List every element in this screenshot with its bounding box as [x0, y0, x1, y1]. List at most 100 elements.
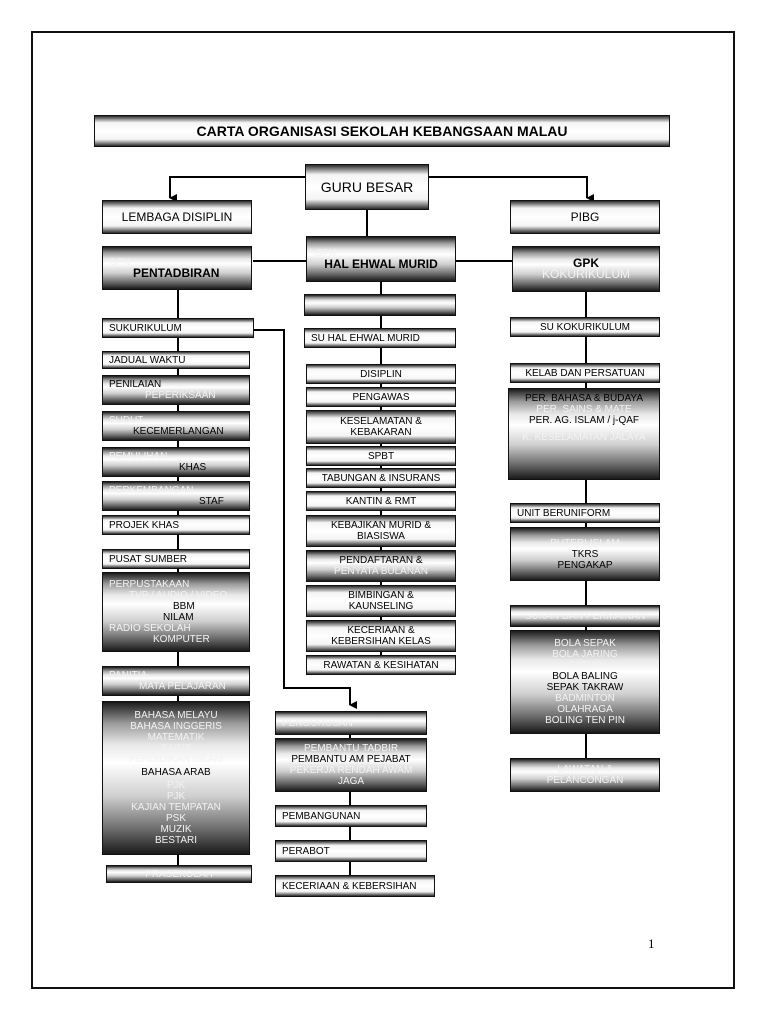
pengurusan-item: PEKERJA RENDAH AWAM [289, 765, 413, 776]
panitia-item: MUZIK [160, 824, 192, 835]
hem-item-label: KEBAKARAN [350, 427, 412, 438]
sukan-item: BOLING TEN PIN [545, 715, 625, 726]
hem-item-label: RAWATAN & KESIHATAN [323, 659, 439, 671]
hem-item-box: KANTIN & RMT [306, 491, 456, 511]
keceriaan-kebersihan-box: KECERIAAN & KEBERSIHAN [275, 875, 435, 897]
lawatan-label: LAWATAN & [557, 764, 613, 775]
unit-item: PENGAKAP [557, 559, 613, 571]
pelancongan-label: PELANCONGAN [546, 775, 624, 786]
su-kokurikulum-label: SU KOKURIKULUM [539, 321, 630, 333]
sukurikulum-label: SUKURIKULUM [109, 322, 182, 334]
gpk-kokurikulum-label: KOKURIKULUM [541, 269, 630, 280]
hem-item-label: BIASISWA [357, 531, 405, 542]
pembangunan-label: PEMBANGUNAN [282, 810, 361, 822]
panitia-box: PANITIA MATA PELAJARAN [102, 666, 250, 696]
unit-beruniform-label: UNIT BERUNIFORM [517, 507, 611, 519]
unit-beruniform-box: UNIT BERUNIFORM [510, 503, 660, 523]
panitia-label: PANITIA [109, 670, 148, 681]
kelab-box: KELAB DAN PERSATUAN [510, 363, 660, 383]
sukan-item: SEPAK TAKRAW [546, 682, 624, 693]
panitia-item: PJK [166, 791, 186, 802]
sukan-item: OLAHRAGA [557, 704, 613, 715]
sukan-label: SUKAN DAN PERMAINAN [524, 610, 646, 622]
perkembangan-label: PERKEMBANGAN [109, 485, 194, 496]
hem-item-box: TABUNGAN & INSURANS [306, 468, 456, 488]
prasekolah-label: PRASEKOLAH [145, 868, 213, 880]
sudut-label: SUDUT [109, 415, 144, 426]
hem-item-box: KECERIAAN &KEBERSIHAN KELAS [306, 620, 456, 652]
guru-besar-label: GURU BESAR [320, 181, 414, 193]
mata-pelajaran-label: MATA PELAJARAN [139, 681, 226, 692]
hem-item-label: PENDAFTARAN & [339, 555, 423, 566]
page-frame [31, 31, 735, 989]
chart-title: CARTA ORGANISASI SEKOLAH KEBANGSAAN MALA… [196, 125, 568, 137]
hem-item-label: DISIPLIN [360, 368, 402, 380]
su-kokurikulum-box: SU KOKURIKULUM [510, 317, 660, 337]
unit-item: PUTERI ISLAM [550, 537, 620, 549]
hem-item-label: KEBAJIKAN MURID & [330, 520, 432, 531]
hem-item-box: DISIPLIN [306, 364, 456, 384]
sukan-item: BADMINTON [555, 693, 615, 704]
penilaian-box: PENILAIAN PEPERIKSAAN [102, 375, 250, 405]
pengurusan-item: PEMBANTU AM PEJABAT [291, 754, 411, 765]
panitia-item: PSK [165, 813, 186, 824]
pusat-sumber-label: PUSAT SUMBER [109, 553, 187, 565]
pibg-label: PIBG [570, 211, 600, 223]
kelab-items-box: PER. BAHASA & BUDAYA PER. SAINS & MATE P… [508, 388, 660, 480]
su-hem-label: SU HAL EHWAL MURID [311, 332, 420, 344]
gpk-pentadbiran-tag: GPK [109, 257, 131, 268]
gpk-kokurikulum-tag: GPK [572, 258, 599, 269]
hem-item-label: KEBERSIHAN KELAS [331, 636, 431, 647]
panitia-item: BAHASA MELAYU [134, 710, 218, 721]
kelab-item: PER. AG. ISLAM / j-QAF [528, 415, 640, 426]
sukan-item: BOLA JARING [552, 649, 618, 660]
staf-label: STAF [199, 496, 224, 507]
prasekolah-box: PRASEKOLAH [106, 865, 252, 883]
jadual-waktu-label: JADUAL WAKTU [109, 354, 186, 366]
hem-item-box: KESELAMATAN &KEBAKARAN [306, 410, 456, 444]
hem-item-box: PENGAWAS [306, 387, 456, 407]
kelab-item: PER. SAINS & MATE [536, 404, 632, 415]
panitia-item: BAHASA ARAB [141, 767, 211, 778]
hem-item-label: KESELAMATAN & [340, 416, 422, 427]
perabot-box: PERABOT [275, 840, 427, 862]
sukan-item: BOLA BALING [552, 671, 618, 682]
sukan-items-box: BOLA SEPAK BOLA JARING CATUR BOLA BALING… [510, 630, 660, 734]
gpk-hem-box: GPK HAL EHWAL MURID [306, 236, 456, 282]
gpk-hem-tag: GPK [315, 248, 337, 259]
hem-item-label: PENYATA BULANAN [334, 566, 428, 577]
page-number: 1 [648, 936, 655, 951]
pembangunan-box: PEMBANGUNAN [275, 805, 427, 827]
sudut-box: SUDUT KECEMERLANGAN [102, 411, 250, 441]
su-hem-box: SU HAL EHWAL MURID [304, 328, 456, 348]
gpk-kokurikulum-box: GPK KOKURIKULUM [512, 246, 660, 292]
pusat-sumber-item: NILAM [163, 612, 194, 623]
hem-item-box: BIMBINGAN &KAUNSELING [306, 585, 456, 617]
perkembangan-box: PERKEMBANGAN STAF [102, 481, 250, 511]
hem-item-box: RAWATAN & KESIHATAN [306, 655, 456, 675]
pengurusan-box: PENGURUSAN [275, 711, 427, 735]
hem-item-box: KEBAJIKAN MURID &BIASISWA [306, 515, 456, 547]
pusat-sumber-item: RADIO SEKOLAH [109, 623, 191, 634]
hem-item-label: KANTIN & RMT [345, 495, 417, 507]
panitia-item: BAHASA INGGERIS [130, 721, 222, 732]
pibg-box: PIBG [510, 200, 660, 234]
pengurusan-label: PENGURUSAN [282, 717, 353, 729]
lembaga-disiplin-label: LEMBAGA DISIPLIN [121, 211, 233, 223]
unit-items-box: PUTERI ISLAM TKRS PENGAKAP [510, 527, 660, 581]
chart-title-box: CARTA ORGANISASI SEKOLAH KEBANGSAAN MALA… [94, 115, 670, 147]
gpk-hem-label: HAL EHWAL MURID [324, 259, 438, 270]
panitia-item: BESTARI [154, 835, 198, 846]
hem-item-label: SPBT [367, 450, 395, 462]
pusat-sumber-item: PERPUSTAKAAN [109, 579, 190, 590]
penilaian-label: PENILAIAN [109, 379, 162, 390]
projek-khas-label: PROJEK KHAS [109, 519, 180, 531]
gpk-pentadbiran-box: GPK PENTADBIRAN [102, 246, 252, 290]
hem-item-label: KAUNSELING [348, 601, 414, 612]
panitia-item: MATEMATIK [147, 732, 205, 743]
pengurusan-items-box: PEMBANTU TADBIR PEMBANTU AM PEJABAT PEKE… [275, 738, 427, 792]
pusat-sumber-item: TVP / AUDIO / VIDEO [129, 590, 228, 601]
kelab-item: K. KESELAMATAN JALAYA [522, 432, 646, 443]
unit-item: TKRS [571, 548, 599, 560]
hem-item-label: TABUNGAN & INSURANS [321, 472, 441, 484]
